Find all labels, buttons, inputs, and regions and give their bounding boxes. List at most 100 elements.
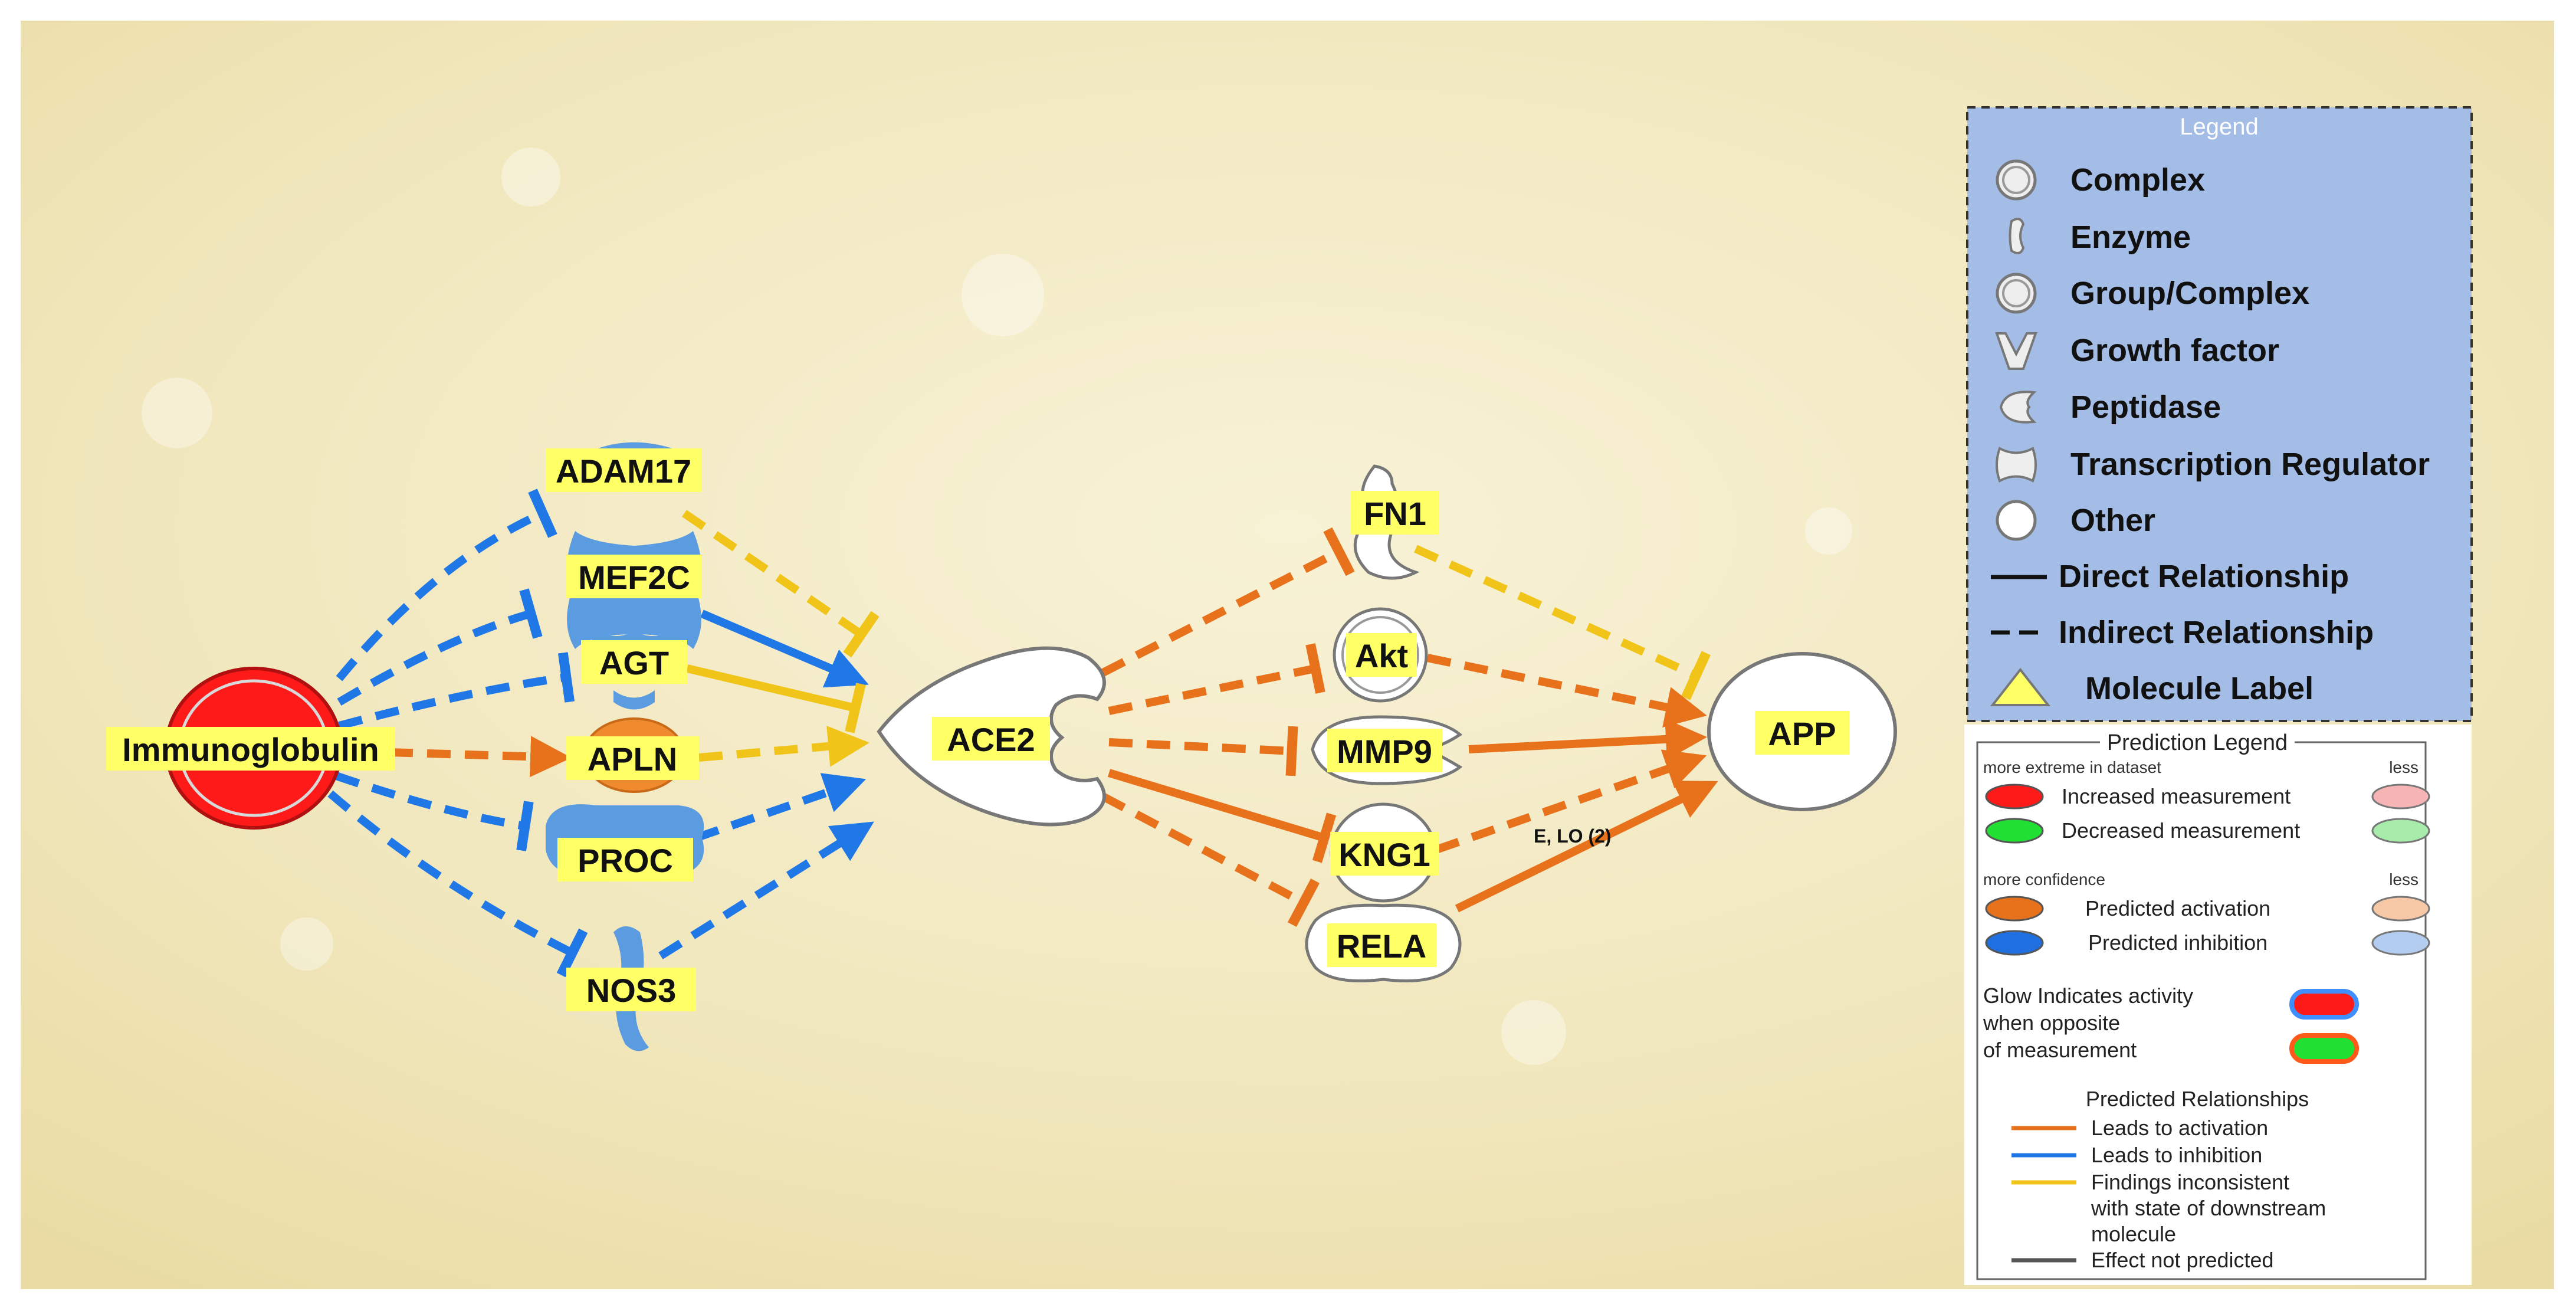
edge-apln-ace2 [698, 726, 869, 767]
node-nos3[interactable]: NOS3 [566, 926, 696, 1051]
label-bg-nos3 [566, 968, 696, 1011]
legend-label-molecule: Molecule Label [2085, 671, 2314, 706]
legend-title: Legend [2180, 114, 2258, 140]
other-icon [1996, 500, 2037, 541]
triangle-icon [1990, 667, 2051, 706]
node-fn1[interactable]: FN1 [1351, 464, 1439, 580]
edge-rela-app [1455, 781, 1718, 913]
legend-label-enzyme: Enzyme [2070, 219, 2191, 255]
label-bg-apln [566, 736, 699, 780]
label-mmp9: MMP9 [1337, 733, 1432, 770]
legend-label-indirect: Indirect Relationship [2059, 615, 2374, 650]
edge-immunoglobulin-proc [334, 772, 534, 851]
legend-panel: Legend Complex Enzyme Group/Complex Grow… [1966, 106, 2473, 722]
node-apln[interactable]: APLN [566, 717, 699, 793]
label-bg-mmp9 [1327, 729, 1442, 772]
edge-ace2-mmp9 [1108, 726, 1298, 776]
node-mef2c[interactable]: MEF2C [566, 531, 702, 649]
label-ace2: ACE2 [947, 721, 1035, 758]
inhibition-label: Predicted inhibition [2088, 930, 2267, 955]
edges [327, 489, 1718, 978]
node-ace2[interactable]: ACE2 [877, 646, 1106, 827]
label-app: APP [1768, 715, 1836, 752]
prediction-legend-title-bg [2100, 729, 2295, 756]
label-proc: PROC [577, 842, 673, 879]
edge-immunoglobulin-mef2c [337, 588, 543, 706]
growth-factor-icon [1995, 332, 2037, 370]
enzyme-icon-lower [613, 690, 655, 710]
decreased-label: Decreased measurement [2062, 818, 2300, 843]
inconsistent-line-3: molecule [2091, 1222, 2176, 1246]
nodes: Immunoglobulin ADAM17 MEF2C AGT APLN [106, 442, 1897, 1051]
edge-immunoglobulin-agt [338, 652, 575, 730]
decreased-weak-icon [2371, 818, 2430, 844]
extreme-less: less [2389, 758, 2419, 776]
legend-label-direct: Direct Relationship [2059, 559, 2349, 594]
label-adam17: ADAM17 [556, 453, 691, 490]
increased-weak-icon [2371, 784, 2430, 809]
peptidase-icon [1999, 391, 2037, 424]
node-mmp9[interactable]: MMP9 [1311, 715, 1463, 785]
label-immunoglobulin: Immunoglobulin [122, 731, 379, 768]
node-immunoglobulin[interactable]: Immunoglobulin [106, 667, 395, 830]
prediction-legend-title: Prediction Legend [2107, 730, 2288, 755]
edge-mmp9-app [1468, 718, 1707, 760]
label-bg-proc [557, 838, 693, 881]
leads-activation-label: Leads to activation [2091, 1116, 2268, 1140]
label-nos3: NOS3 [586, 972, 677, 1009]
glow-red-icon [2289, 989, 2359, 1020]
label-bg-app [1755, 711, 1849, 755]
inhibition-weak-icon [2371, 930, 2430, 956]
node-rela[interactable]: RELA [1305, 903, 1462, 982]
activation-weak-icon [2371, 896, 2430, 922]
label-bg-mef2c [566, 555, 702, 598]
glow-line-2: when opposite [1983, 1011, 2120, 1035]
prediction-legend-panel: Prediction Legend more extreme in datase… [1964, 725, 2472, 1285]
node-kng1[interactable]: KNG1 [1330, 802, 1439, 903]
legend-label-complex: Complex [2070, 162, 2205, 198]
label-rela: RELA [1337, 927, 1426, 965]
increased-label: Increased measurement [2062, 784, 2290, 808]
inconsistent-line-2: with state of downstream [2091, 1196, 2326, 1220]
increased-strong-icon [1985, 784, 2044, 809]
group-complex-inner-ring [1341, 616, 1419, 694]
glow-green-icon [2289, 1033, 2359, 1064]
node-app[interactable]: APP [1707, 652, 1897, 811]
label-akt: Akt [1355, 637, 1408, 674]
label-fn1: FN1 [1364, 495, 1426, 532]
label-bg-ace2 [932, 717, 1050, 761]
node-akt[interactable]: Akt [1333, 607, 1428, 703]
edge-ace2-fn1 [1101, 527, 1355, 677]
leads-inhibition-label: Leads to inhibition [2091, 1143, 2262, 1167]
node-adam17[interactable]: ADAM17 [546, 442, 702, 492]
node-agt[interactable]: AGT [581, 625, 687, 710]
label-bg-fn1 [1351, 491, 1439, 535]
confidence-less: less [2389, 870, 2419, 889]
glow-line-3: of measurement [1983, 1038, 2137, 1062]
label-mef2c: MEF2C [578, 559, 690, 596]
enzyme-icon [2009, 218, 2025, 254]
legend-background [1966, 106, 2473, 722]
inconsistent-line-1: Findings inconsistent [2091, 1170, 2289, 1194]
label-bg-immunoglobulin [106, 727, 395, 771]
edge-nos3-ace2 [658, 821, 874, 959]
edge-immunoglobulin-apln [389, 736, 572, 778]
legend-label-other: Other [2070, 503, 2155, 538]
label-bg-agt [581, 640, 687, 684]
edge-ace2-rela [1101, 792, 1320, 927]
background-bokeh [142, 148, 2339, 1159]
prediction-legend-background [1964, 725, 2472, 1285]
activation-strong-icon [1985, 896, 2044, 922]
label-bg-adam17 [546, 448, 702, 492]
label-bg-akt [1346, 633, 1417, 677]
legend-label-group-complex: Group/Complex [2070, 276, 2309, 311]
activation-label: Predicted activation [2085, 896, 2270, 920]
not-predicted-label: Effect not predicted [2091, 1248, 2274, 1272]
legend-label-growth-factor: Growth factor [2070, 333, 2279, 368]
relationships-title: Predicted Relationships [2086, 1087, 2309, 1111]
legend-label-peptidase: Peptidase [2070, 389, 2221, 425]
edge-annotation: E, LO (2) [1534, 825, 1612, 847]
node-proc[interactable]: PROC [546, 804, 704, 881]
